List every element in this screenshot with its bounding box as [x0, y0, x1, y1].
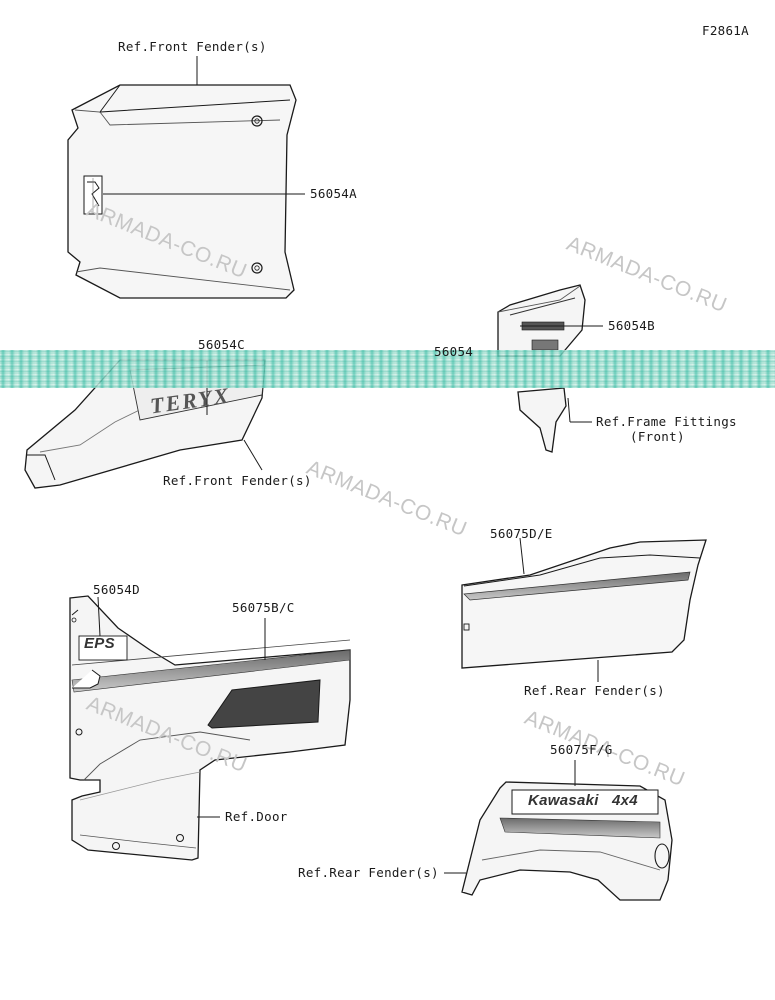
part-56054a-label: 56054A: [310, 186, 357, 201]
diagram-code: F2861A: [702, 23, 749, 38]
rear-fender-right-panel: [461, 539, 707, 669]
part-56054d-label: 56054D: [93, 582, 140, 597]
door-panel: [69, 595, 351, 861]
ref-rear-fender-bottom-label: Ref.Rear Fender(s): [298, 865, 439, 880]
ref-door-label: Ref.Door: [225, 809, 288, 824]
ref-front-fender-top-label: Ref.Front Fender(s): [118, 39, 267, 54]
part-56054-partial-label: 56054: [434, 344, 474, 359]
ref-frame-fittings-label: Ref.Frame Fittings: [596, 414, 737, 429]
part-56054c-label: 56054C: [198, 337, 245, 352]
ref-rear-fender-right-label: Ref.Rear Fender(s): [524, 683, 665, 698]
frame-fittings-front: [497, 284, 586, 453]
part-56075de-label: 56075D/E: [490, 526, 553, 541]
eps-decal-text: EPS: [84, 635, 115, 652]
rear-fender-bottom-panel: [461, 781, 673, 901]
ref-frame-fittings-sub-label: (Front): [630, 429, 685, 444]
part-56075bc-label: 56075B/C: [232, 600, 295, 615]
kawasaki-decal-text: Kawasaki: [528, 792, 599, 809]
four-by-four-decal-text: 4x4: [612, 792, 638, 809]
part-56075fg-label: 56075F/G: [550, 742, 613, 757]
ref-front-fender-mid-label: Ref.Front Fender(s): [163, 473, 312, 488]
leader-lines: [97, 56, 603, 874]
image-corruption-band: [0, 350, 775, 388]
front-fender-hood: [67, 84, 297, 299]
part-56054b-label: 56054B: [608, 318, 655, 333]
